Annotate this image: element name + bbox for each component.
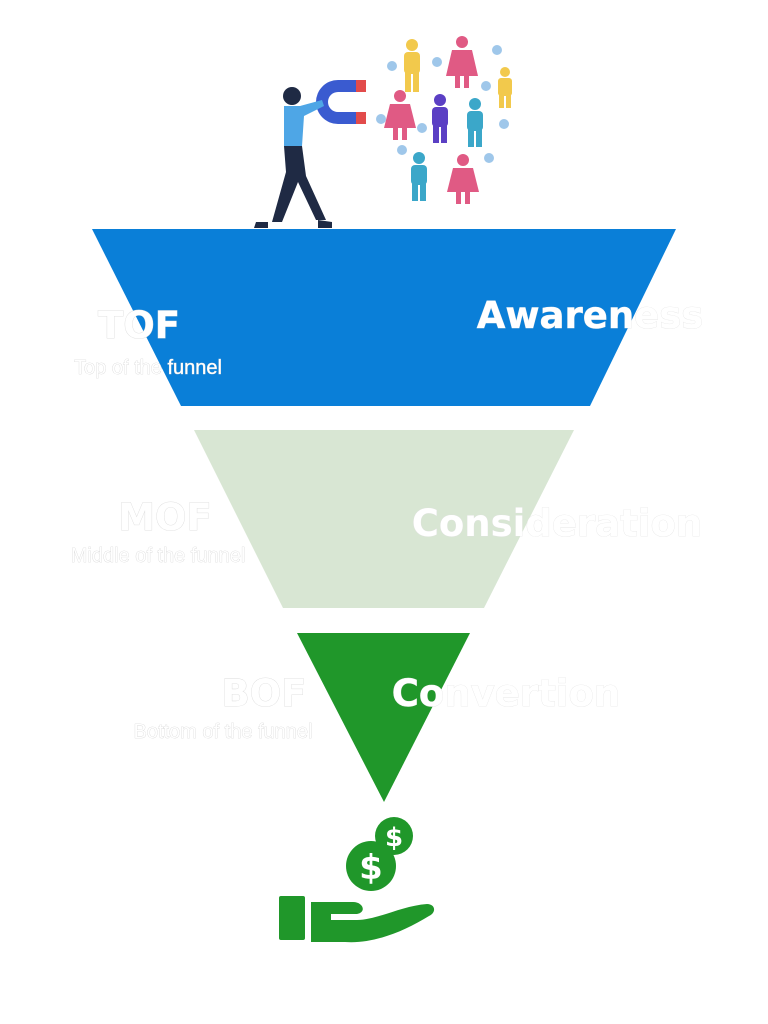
person-icon — [384, 90, 416, 140]
mof-label: MOF — [118, 496, 212, 539]
person-icon — [404, 39, 420, 92]
person-icon — [447, 154, 479, 204]
people-illustration — [254, 36, 512, 228]
hand-holding-dollar-coins-icon: $ $ — [279, 817, 435, 943]
person-icon — [411, 152, 427, 201]
funnel-top-segment — [92, 229, 676, 406]
bof-description: Bottom of the funnel — [133, 721, 312, 743]
svg-text:$: $ — [359, 848, 383, 888]
funnel-bottom-segment — [297, 633, 470, 802]
consideration-label: Consideration — [412, 502, 703, 545]
man-with-magnet-icon — [254, 80, 366, 228]
svg-text:$: $ — [385, 823, 403, 853]
person-icon — [446, 36, 478, 88]
awareness-label: Awareness — [477, 294, 704, 337]
person-icon — [498, 67, 512, 108]
funnel-middle-segment — [194, 430, 574, 608]
tof-description: Top of the funnel — [74, 357, 222, 379]
person-icon — [432, 94, 448, 143]
bof-label: BOF — [222, 672, 307, 715]
tof-label: TOF — [98, 304, 180, 347]
person-icon — [467, 98, 483, 147]
mof-description: Middle of the funnel — [71, 545, 246, 567]
convertion-label: Convertion — [392, 672, 621, 715]
